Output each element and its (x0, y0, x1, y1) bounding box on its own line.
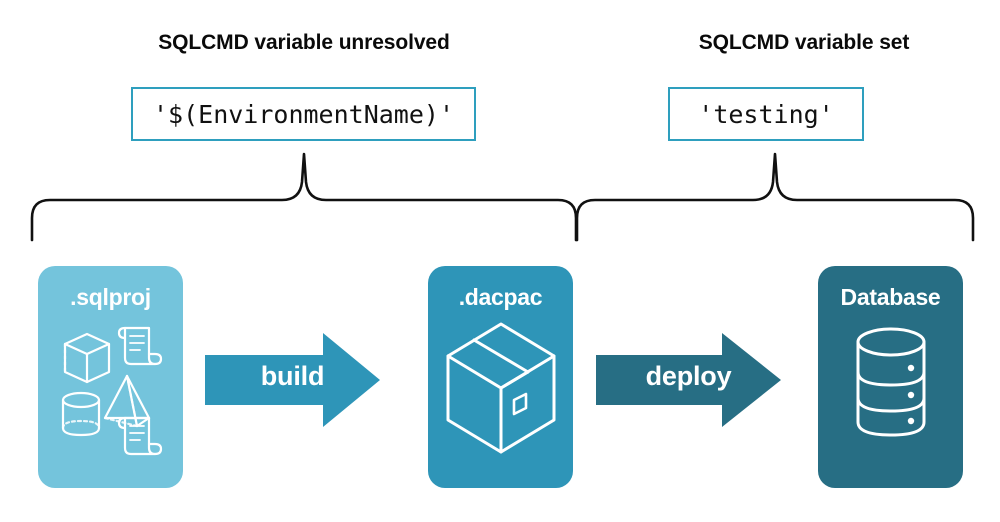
arrow-build (205, 333, 380, 432)
scroll-icon (117, 416, 162, 456)
node-sqlproj-artwork (38, 314, 183, 469)
arrow-deploy-label: deploy (645, 361, 732, 391)
group-title-left: SQLCMD variable unresolved (158, 31, 450, 54)
node-database: Database (818, 266, 963, 488)
node-dacpac: .dacpac (428, 266, 573, 488)
node-dacpac-artwork (428, 318, 573, 458)
node-sqlproj-label: .sqlproj (70, 284, 151, 310)
arrow-build-label: build (260, 361, 325, 391)
node-dacpac-label: .dacpac (458, 284, 543, 310)
arrow-deploy (596, 333, 781, 432)
package-box-icon (446, 322, 555, 454)
brace-left (30, 152, 578, 247)
node-sqlproj: .sqlproj (38, 266, 183, 488)
node-database-artwork (818, 324, 963, 440)
cylinder-icon (61, 391, 100, 437)
code-box-resolved-variable: 'testing' (668, 87, 864, 141)
group-title-right: SQLCMD variable set (698, 31, 910, 54)
node-database-label: Database (840, 284, 941, 310)
cube-icon (63, 332, 110, 384)
database-cylinder-icon (856, 327, 925, 437)
scroll-icon (117, 326, 162, 366)
code-box-unresolved-variable: '$(EnvironmentName)' (131, 87, 476, 141)
brace-right (575, 152, 975, 247)
